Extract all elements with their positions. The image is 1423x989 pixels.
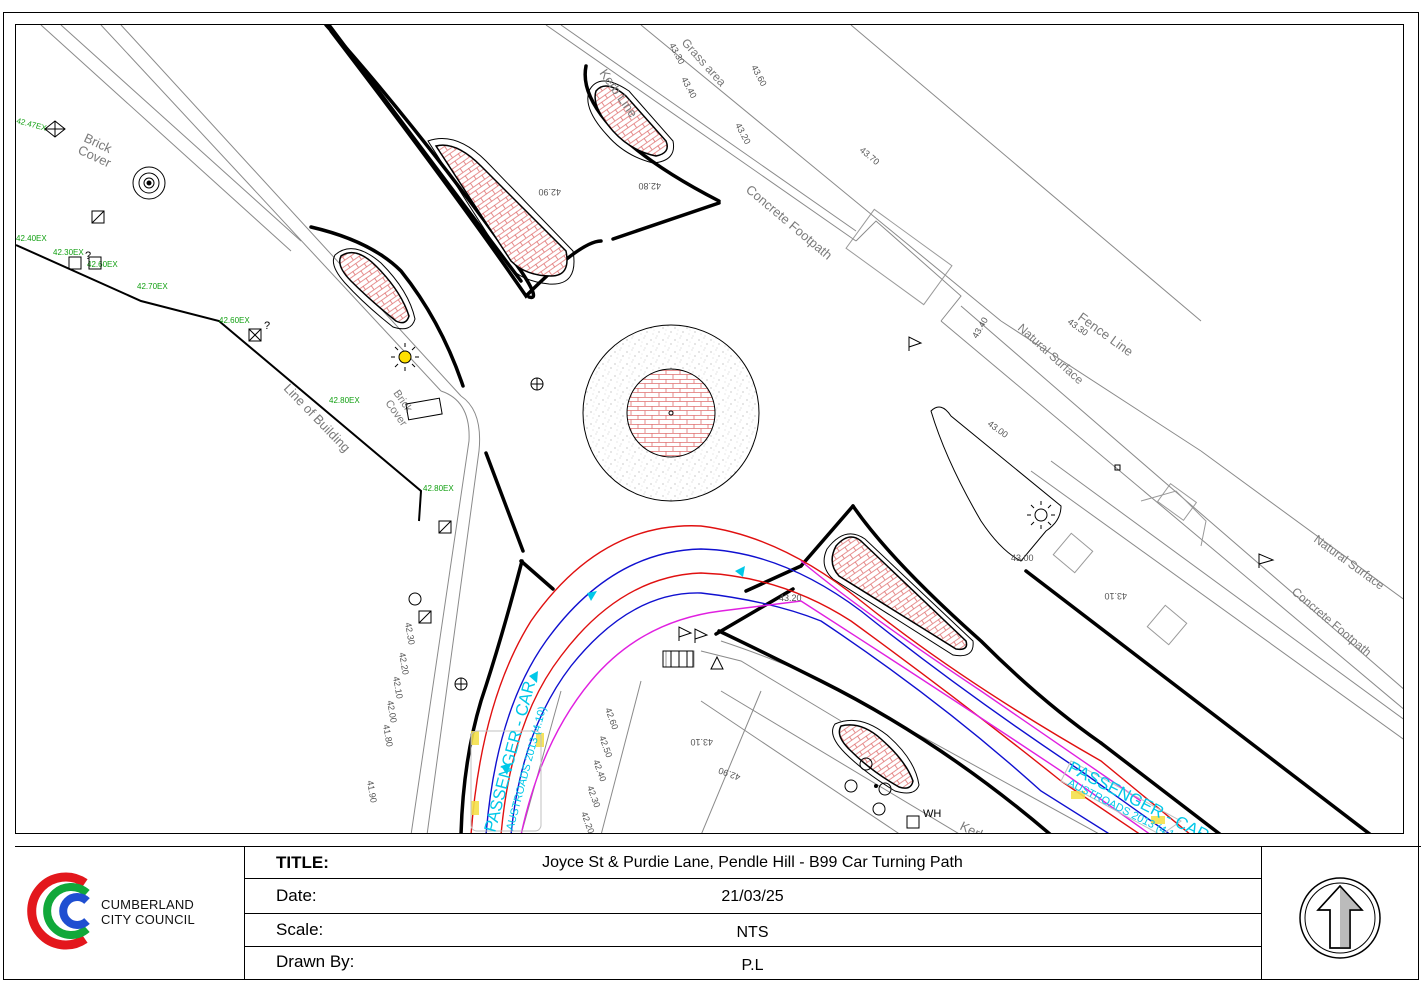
svg-text:42.30: 42.30: [403, 622, 417, 646]
sheet-border: [3, 12, 1419, 980]
svg-text:42.47EX: 42.47EX: [15, 116, 48, 133]
svg-text:Kerb Line: Kerb Line: [958, 818, 1015, 834]
council-name-line2: CITY COUNCIL: [101, 912, 195, 927]
north-arrow-cell: [1261, 847, 1422, 980]
flag-icon: [908, 336, 923, 351]
drawn-by-row: Drawn By: P.L: [244, 947, 1261, 980]
svg-text:43.20: 43.20: [733, 121, 752, 146]
drawn-by-value: P.L: [741, 957, 764, 974]
kerb-lines: [309, 25, 1372, 833]
central-island: [582, 324, 760, 502]
vehicle-outline: [471, 731, 1165, 824]
svg-text:43.10: 43.10: [1104, 591, 1127, 601]
title-block: CUMBERLAND CITY COUNCIL TITLE: Joyce St …: [15, 846, 1421, 980]
svg-text:42.00: 42.00: [385, 700, 399, 724]
svg-text:?: ?: [264, 320, 270, 332]
svg-text:42.20: 42.20: [397, 652, 411, 676]
svg-text:42.30EX: 42.30EX: [53, 248, 84, 257]
council-name-line1: CUMBERLAND: [101, 897, 195, 912]
scale-row: Scale: NTS: [244, 914, 1261, 947]
wh-box-icon: [906, 815, 920, 829]
council-logo-cell: CUMBERLAND CITY COUNCIL: [15, 847, 245, 980]
svg-text:43.00: 43.00: [986, 419, 1010, 440]
date-label: Date:: [276, 886, 317, 905]
wh-label: WH: [923, 808, 941, 820]
roundabout-plan: PASSENGER - CAR AUSTROADS 2013 (4.10) PA…: [15, 25, 1403, 834]
vehicle-labels: PASSENGER - CAR AUSTROADS 2013 (4.10) PA…: [481, 679, 1213, 833]
svg-text:42.60EX: 42.60EX: [219, 316, 250, 325]
date-row: Date: 21/03/25: [244, 879, 1261, 914]
svg-text:42.60EX: 42.60EX: [87, 260, 118, 269]
turning-path: [470, 525, 1190, 833]
svg-text:43.20: 43.20: [779, 593, 802, 603]
title-info: TITLE: Joyce St & Purdie Lane, Pendle Hi…: [244, 847, 1261, 980]
valve-icon: [91, 210, 105, 224]
svg-text:Natural Surface: Natural Surface: [1311, 532, 1387, 593]
street-light-icon: [398, 350, 412, 364]
line-of-building-label: Line of Building: [281, 381, 354, 455]
svg-text:43.00: 43.00: [1011, 553, 1034, 563]
scale-value: NTS: [736, 924, 769, 941]
svg-text:42.60: 42.60: [603, 706, 620, 731]
plan-view: PASSENGER - CAR AUSTROADS 2013 (4.10) PA…: [15, 24, 1404, 834]
property-lines: [40, 25, 1403, 833]
light-pole-icons: [391, 343, 1055, 529]
svg-text:41.80: 41.80: [381, 724, 395, 748]
svg-text:43.40: 43.40: [679, 75, 698, 100]
svg-text:42.30: 42.30: [585, 784, 602, 809]
north-arrow-icon: [1299, 877, 1381, 959]
svg-text:42.10: 42.10: [391, 676, 405, 700]
svg-text:43.40: 43.40: [970, 315, 990, 340]
direction-arrows: [501, 566, 745, 775]
plan-symbols: [44, 120, 1275, 829]
title-row: TITLE: Joyce St & Purdie Lane, Pendle Hi…: [244, 847, 1261, 879]
svg-text:42.80EX: 42.80EX: [423, 484, 454, 493]
title-label: TITLE:: [276, 853, 329, 872]
drawn-by-label: Drawn By:: [276, 952, 355, 971]
svg-text:43.10: 43.10: [690, 737, 713, 747]
svg-text:42.90: 42.90: [538, 187, 561, 197]
building-line: [16, 244, 423, 522]
scale-label: Scale:: [276, 920, 324, 939]
svg-text:43.70: 43.70: [858, 145, 882, 167]
svg-text:42.50: 42.50: [597, 734, 614, 759]
svg-text:43.60: 43.60: [749, 63, 768, 88]
svg-text:41.90: 41.90: [365, 780, 379, 804]
date-value: 21/03/25: [721, 888, 784, 905]
svg-text:42.80EX: 42.80EX: [329, 396, 360, 405]
svg-text:42.40EX: 42.40EX: [16, 234, 47, 243]
council-name: CUMBERLAND CITY COUNCIL: [101, 897, 195, 927]
splitter-islands: [332, 80, 1062, 794]
title-value: Joyce St & Purdie Lane, Pendle Hill - B9…: [542, 854, 963, 871]
svg-text:42.20: 42.20: [579, 810, 596, 834]
council-logo-icon: [27, 872, 90, 950]
svg-text:42.80: 42.80: [638, 181, 661, 191]
svg-text:42.70EX: 42.70EX: [137, 282, 168, 291]
question-mark: ?: [85, 250, 91, 262]
pit-icon: [132, 166, 166, 200]
svg-text:42.40: 42.40: [591, 758, 608, 783]
